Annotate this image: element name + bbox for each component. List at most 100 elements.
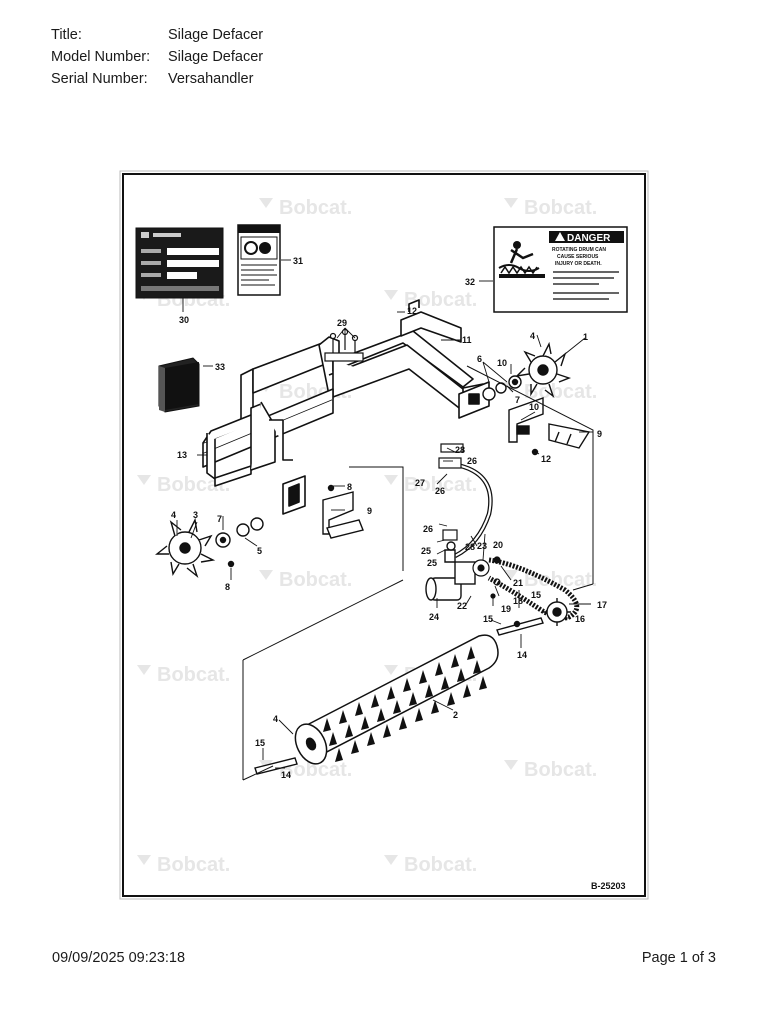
callout-14: 14 — [517, 650, 527, 660]
callout-26: 26 — [435, 486, 445, 496]
danger-line: INJURY OR DEATH. — [555, 261, 602, 267]
watermark: Bobcat. — [384, 854, 477, 876]
meta-label: Model Number: — [51, 49, 151, 65]
callout-26: 26 — [423, 524, 433, 534]
callout-22: 22 — [457, 601, 467, 611]
callout-12: 12 — [407, 306, 417, 316]
callout-17: 17 — [597, 600, 607, 610]
main-frame — [202, 299, 490, 515]
watermark: Bobcat. — [137, 664, 230, 686]
watermark: Bobcat. — [384, 289, 477, 311]
danger-header: DANGER — [567, 233, 611, 244]
callout-19: 19 — [501, 604, 511, 614]
meta-label: Serial Number: — [51, 71, 148, 87]
assembly-outline-lines — [242, 365, 594, 781]
callout-8: 8 — [347, 482, 352, 492]
callout-1: 1 — [583, 332, 588, 342]
watermark: Bobcat. — [504, 569, 597, 591]
callout-4: 4 — [171, 510, 176, 520]
svg-text:Bobcat.: Bobcat. — [157, 854, 230, 876]
svg-text:Bobcat.: Bobcat. — [404, 289, 477, 311]
callout-26: 26 — [467, 456, 477, 466]
left-tine-hub — [155, 517, 264, 579]
callout-12: 12 — [541, 454, 551, 464]
callout-33: 33 — [215, 362, 225, 372]
svg-text:Bobcat.: Bobcat. — [404, 474, 477, 496]
callout-9: 9 — [597, 429, 602, 439]
svg-text:Bobcat.: Bobcat. — [524, 569, 597, 591]
meta-value: Silage Defacer — [168, 49, 264, 65]
meta-value: Silage Defacer — [168, 27, 264, 43]
callout-leaders — [176, 259, 593, 769]
hydraulic-motor — [425, 541, 476, 601]
callout-11: 11 — [462, 335, 472, 345]
danger-decal: DANGER ROTATING DRUM CAN CAUSE SERIOUS I… — [493, 226, 628, 313]
svg-text:Bobcat.: Bobcat. — [279, 569, 352, 591]
alert-triangle-icon — [555, 232, 565, 241]
callout-29: 29 — [337, 318, 347, 328]
parts-diagram-svg: Bobcat. Bobcat. Bobcat. Bobcat. Bobcat. … — [119, 170, 649, 900]
callout-25: 25 — [421, 546, 431, 556]
watermark: Bobcat. — [504, 197, 597, 219]
document-metadata: Title: Silage Defacer Model Number: Sila… — [51, 24, 263, 90]
drum-tines — [323, 646, 487, 762]
callout-20: 20 — [493, 540, 503, 550]
right-tine-hub — [482, 341, 572, 401]
page-indicator: Page 1 of 3 — [641, 950, 716, 966]
callout-7: 7 — [217, 514, 222, 524]
print-timestamp: 09/09/2025 09:23:18 — [52, 950, 186, 966]
right-bracket — [508, 397, 591, 456]
hydraulic-hose — [438, 443, 493, 559]
callout-28: 28 — [455, 445, 465, 455]
meta-row-serial-number: Serial Number: Versahandler — [51, 68, 263, 90]
danger-line: CAUSE SERIOUS — [557, 254, 599, 260]
callout-10: 10 — [529, 402, 539, 412]
callout-13: 13 — [177, 450, 187, 460]
danger-line: ROTATING DRUM CAN — [552, 247, 606, 253]
callout-7: 7 — [515, 395, 520, 405]
callout-15: 15 — [483, 614, 493, 624]
callout-25: 25 — [427, 558, 437, 568]
callout-2: 2 — [453, 710, 458, 720]
callout-3: 3 — [193, 510, 198, 520]
watermark: Bobcat. — [259, 569, 352, 591]
callout-6: 6 — [477, 354, 482, 364]
callout-31: 31 — [293, 256, 303, 266]
callout-27: 27 — [415, 478, 425, 488]
callout-4: 4 — [530, 331, 535, 341]
callout-24: 24 — [429, 612, 439, 622]
parts-diagram: Bobcat. Bobcat. Bobcat. Bobcat. Bobcat. … — [119, 170, 649, 900]
callout-21: 21 — [513, 578, 523, 588]
svg-text:Bobcat.: Bobcat. — [524, 197, 597, 219]
callout-15: 15 — [531, 590, 541, 600]
svg-text:Bobcat.: Bobcat. — [157, 664, 230, 686]
serial-plate-decal — [135, 227, 224, 299]
svg-text:Bobcat.: Bobcat. — [157, 474, 230, 496]
drum-assembly — [294, 634, 499, 765]
callout-30: 30 — [179, 315, 189, 325]
drawing-number: B-25203 — [591, 881, 626, 891]
callout-14: 14 — [281, 770, 291, 780]
watermark: Bobcat. — [384, 474, 477, 496]
callout-5: 5 — [257, 546, 262, 556]
callout-8: 8 — [225, 582, 230, 592]
driven-sprocket — [543, 598, 571, 626]
callout-16: 16 — [575, 614, 585, 624]
callout-9: 9 — [367, 506, 372, 516]
svg-text:Bobcat.: Bobcat. — [404, 854, 477, 876]
bolt-set — [324, 328, 364, 362]
callout-labels: 1 2 3 4 4 4 5 6 7 7 8 8 9 9 10 10 11 12 … — [171, 256, 607, 780]
svg-text:Bobcat.: Bobcat. — [524, 759, 597, 781]
watermark: Bobcat. — [259, 197, 352, 219]
callout-18: 18 — [513, 596, 523, 606]
meta-row-title: Title: Silage Defacer — [51, 24, 263, 46]
callout-4: 4 — [273, 714, 278, 724]
callout-10: 10 — [497, 358, 507, 368]
callout-15: 15 — [255, 738, 265, 748]
watermark: Bobcat. — [504, 759, 597, 781]
callout-23: 23 — [477, 541, 487, 551]
callout-28: 28 — [465, 542, 475, 552]
watermark: Bobcat. — [137, 474, 230, 496]
svg-text:Bobcat.: Bobcat. — [279, 197, 352, 219]
manual-box — [158, 357, 200, 413]
